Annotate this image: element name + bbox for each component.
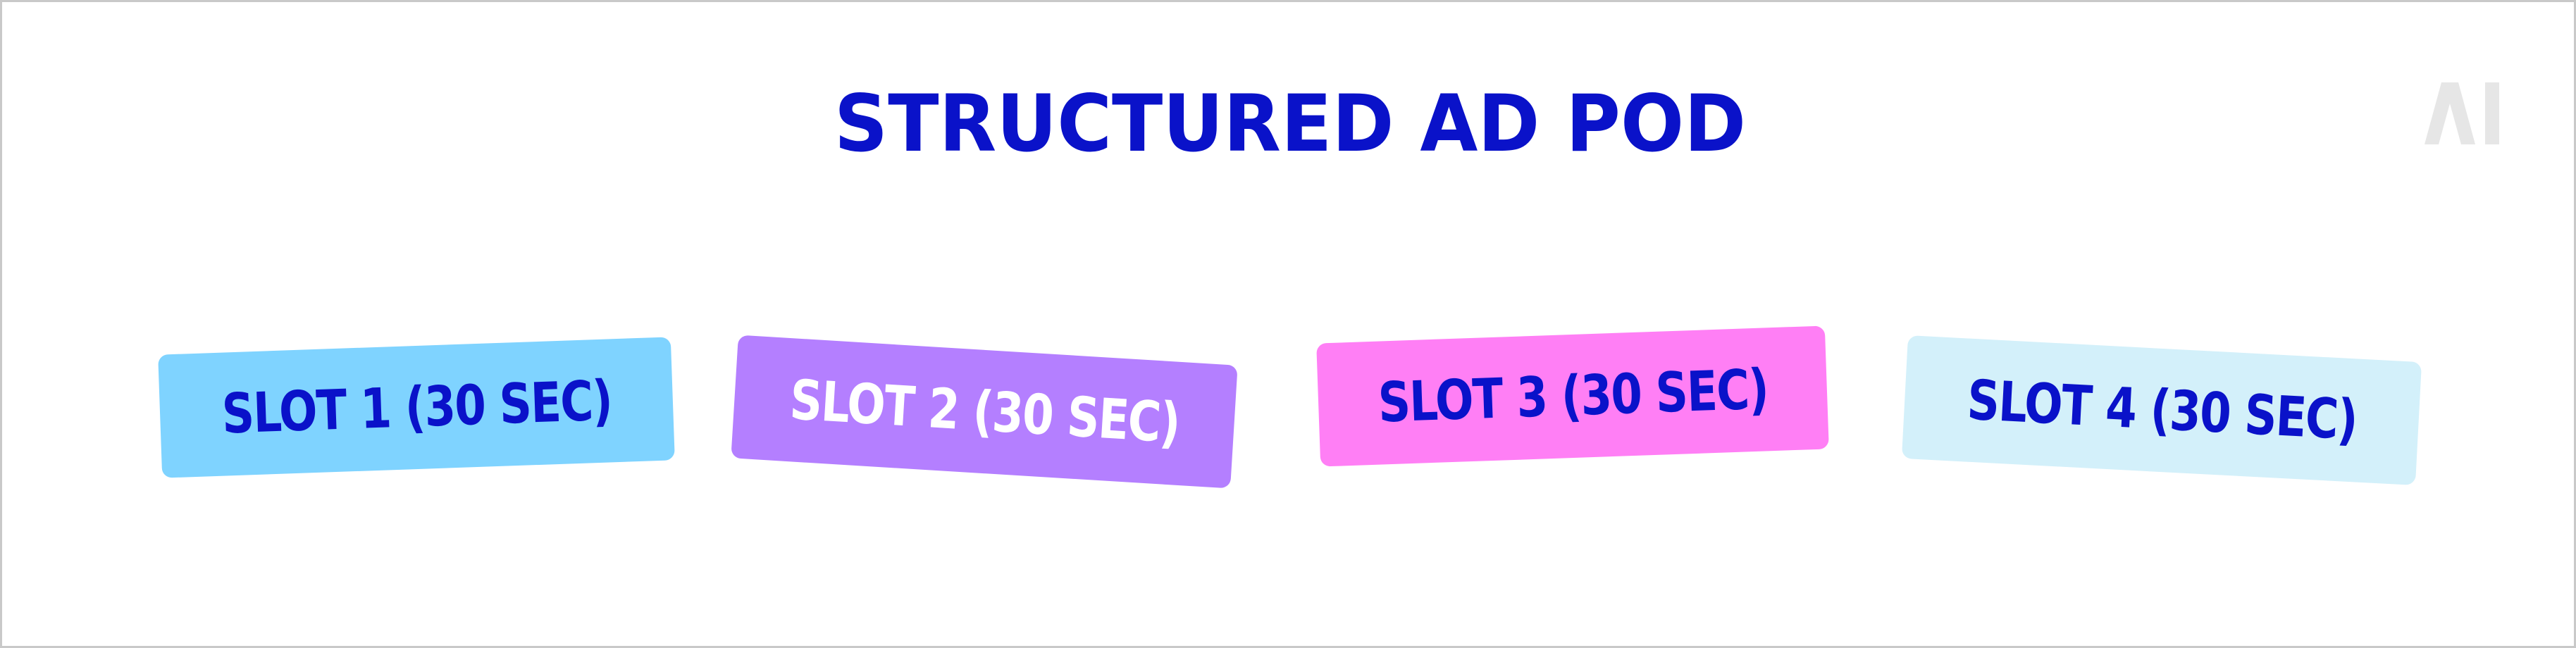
ad-slot-2: SLOT 2 (30 SEC)	[731, 335, 1238, 489]
ad-slot-4: SLOT 4 (30 SEC)	[1901, 335, 2422, 485]
ad-slot-2-label: SLOT 2 (30 SEC)	[788, 368, 1181, 456]
ad-slot-1: SLOT 1 (30 SEC)	[158, 337, 675, 478]
ai-logo-icon	[2425, 82, 2499, 144]
ad-slot-3: SLOT 3 (30 SEC)	[1316, 325, 1829, 467]
ad-slot-1-label: SLOT 1 (30 SEC)	[220, 368, 613, 447]
ad-slot-4-label: SLOT 4 (30 SEC)	[1965, 368, 2358, 452]
diagram-title: STRUCTURED AD POD	[834, 77, 1747, 170]
ad-slot-3-label: SLOT 3 (30 SEC)	[1376, 357, 1769, 435]
